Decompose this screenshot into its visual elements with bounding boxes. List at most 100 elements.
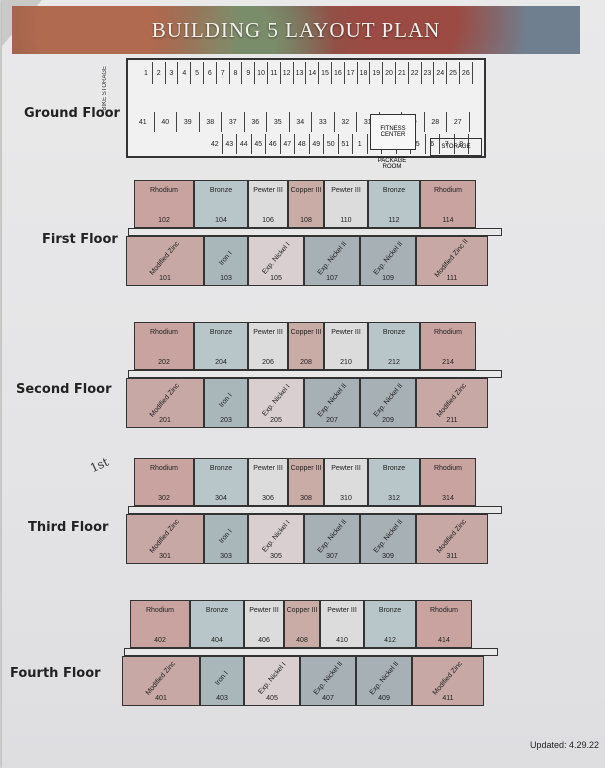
unit-number-label: 204	[215, 359, 227, 366]
unit-number-label: 101	[159, 275, 171, 282]
unit-type-label: Rhodium	[433, 187, 462, 194]
unit-number-label: 408	[296, 637, 308, 644]
unit-number-label: 202	[158, 359, 170, 366]
unit-number-label: 210	[340, 359, 352, 366]
unit-type-label: Copper III	[286, 607, 318, 614]
parking-stall: 20	[383, 62, 396, 84]
unit-type-label: Bronze	[378, 607, 402, 614]
unit-type-label: Exp. Nickel II	[316, 382, 348, 419]
parking-stall: 36	[245, 112, 267, 132]
unit-type-label: Exp. Nickel I	[260, 519, 292, 554]
parking-stall: 27	[447, 112, 470, 132]
parking-stall: 24	[434, 62, 448, 84]
package-room-label: PACKAGE ROOM	[377, 158, 407, 170]
unit-number-label: 208	[300, 359, 312, 366]
unit-number-label: 404	[211, 637, 223, 644]
unit-type-label: Pewter III	[331, 187, 361, 194]
floor-label-third: Third Floor	[28, 520, 109, 535]
unit-number-label: 412	[384, 637, 396, 644]
parking-stall: 19	[370, 62, 384, 84]
corridor	[124, 648, 498, 656]
unit-type-label: Bronze	[209, 329, 233, 336]
unit-type-label: Pewter III	[253, 187, 283, 194]
stall-row-middle: 414039383736353433323130292827	[132, 112, 470, 132]
parking-stall: 11	[268, 62, 281, 84]
unit-type-label: Exp. Nickel II	[312, 660, 344, 697]
unit-number-label: 105	[270, 275, 282, 282]
unit-408: Copper III 408	[284, 600, 320, 648]
parking-stall: 15	[319, 62, 332, 84]
unit-number-label: 414	[438, 637, 450, 644]
unit-number-label: 409	[378, 695, 390, 702]
parking-stall: 1	[353, 134, 368, 154]
parking-stall: 47	[281, 134, 295, 154]
unit-number-label: 107	[326, 275, 338, 282]
parking-stall: 6	[204, 62, 217, 84]
unit-type-label: Exp. Nickel I	[260, 383, 292, 418]
unit-403: Iron I 403	[200, 656, 244, 706]
unit-number-label: 209	[382, 417, 394, 424]
title-banner: BUILDING 5 LAYOUT PLAN	[12, 6, 580, 54]
unit-type-label: Pewter III	[327, 607, 357, 614]
unit-type-label: Rhodium	[149, 187, 178, 194]
unit-number-label: 214	[442, 359, 454, 366]
unit-type-label: Rhodium	[145, 607, 174, 614]
fitness-center-label: FITNESS CENTER	[380, 126, 406, 138]
parking-stall: 4	[178, 62, 192, 84]
unit-type-label: Pewter III	[331, 465, 361, 472]
parking-stall: 7	[217, 62, 230, 84]
unit-number-label: 109	[382, 275, 394, 282]
parking-stall: 38	[200, 112, 222, 132]
unit-type-label: Rhodium	[149, 329, 178, 336]
unit-type-label: Bronze	[205, 607, 229, 614]
parking-stall: 45	[252, 134, 266, 154]
unit-number-label: 403	[216, 695, 228, 702]
unit-type-label: Iron I	[214, 670, 230, 687]
fitness-center: FITNESS CENTER	[370, 114, 416, 150]
unit-type-label: Exp. Nickel II	[368, 660, 400, 697]
parking-stall: 2	[153, 62, 166, 84]
parking-stall: 37	[222, 112, 245, 132]
unit-type-label: Exp. Nickel II	[372, 518, 404, 555]
unit-number-label: 406	[258, 637, 270, 644]
unit-404: Bronze 404	[190, 600, 244, 648]
parking-stall: 1	[140, 62, 153, 84]
unit-number-label: 111	[446, 275, 458, 282]
parking-stall: 8	[455, 134, 469, 154]
unit-type-label: Exp. Nickel I	[260, 241, 292, 276]
parking-stall: 51	[339, 134, 353, 154]
parking-stall: 12	[281, 62, 294, 84]
unit-type-label: Bronze	[209, 187, 233, 194]
storage-room: STORAGE	[430, 138, 482, 156]
parking-stall: 35	[267, 112, 290, 132]
parking-stall: 28	[425, 112, 447, 132]
unit-number-label: 405	[266, 695, 278, 702]
unit-number-label: 203	[220, 417, 232, 424]
unit-number-label: 407	[322, 695, 334, 702]
unit-number-label: 312	[388, 495, 400, 502]
